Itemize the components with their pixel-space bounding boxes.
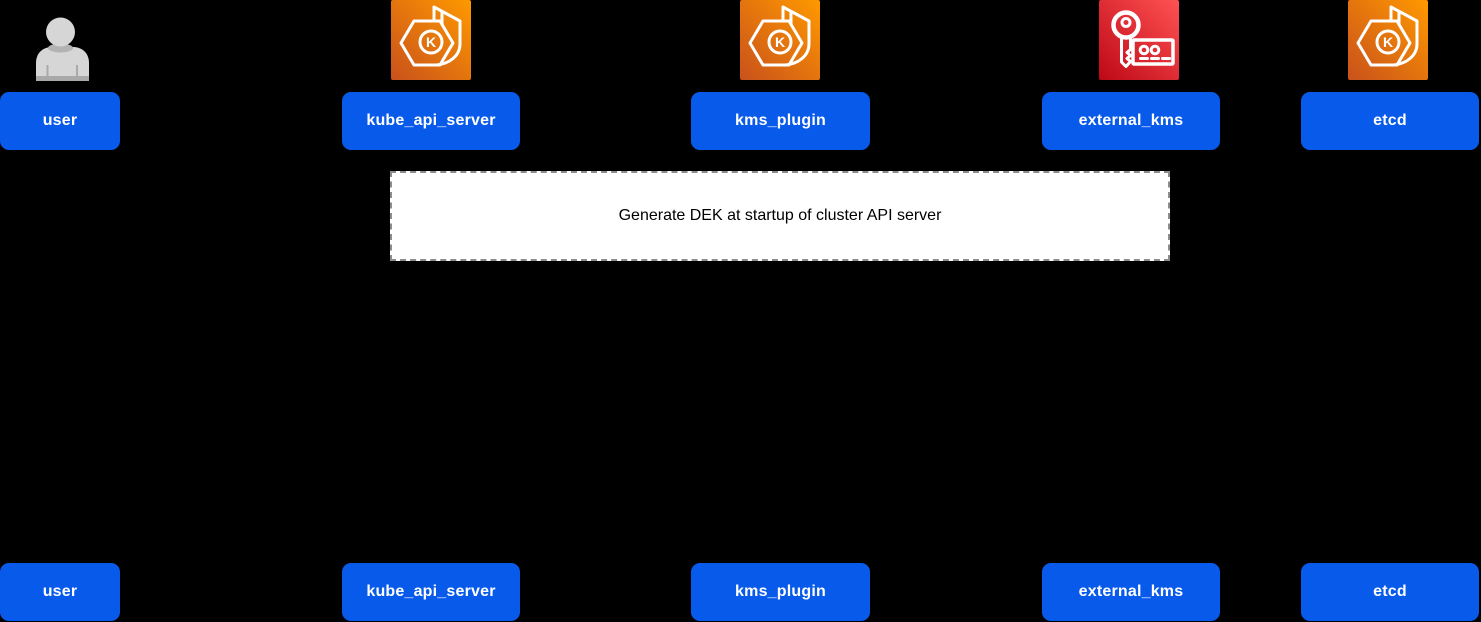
actor-box-top-kms-plugin: kms_plugin <box>691 92 870 150</box>
participant-label: user <box>42 583 78 600</box>
note-text: Generate DEK at startup of cluster API s… <box>618 207 942 224</box>
participant-label: etcd <box>1373 583 1407 600</box>
kubernetes-eks-icon: K <box>1348 0 1428 80</box>
eks-letter: K <box>775 34 785 50</box>
actor-box-top-user: user <box>0 92 120 150</box>
note-box: Generate DEK at startup of cluster API s… <box>390 171 1170 261</box>
participant-label: user <box>42 112 78 129</box>
participant-label: kms_plugin <box>735 583 826 600</box>
actor-box-top-kube-api-server: kube_api_server <box>342 92 520 150</box>
actor-box-bottom-user: user <box>0 563 120 621</box>
participant-label: etcd <box>1373 112 1407 129</box>
actor-box-top-external-kms: external_kms <box>1042 92 1220 150</box>
actor-box-bottom-etcd: etcd <box>1301 563 1479 621</box>
eks-letter: K <box>1383 34 1393 50</box>
participant-label: external_kms <box>1078 583 1184 600</box>
kubernetes-eks-icon: K <box>391 0 471 80</box>
kubernetes-eks-icon: K <box>740 0 820 80</box>
participant-label: kms_plugin <box>735 112 826 129</box>
participant-label: external_kms <box>1078 112 1184 129</box>
actor-box-top-etcd: etcd <box>1301 92 1479 150</box>
aws-kms-key-icon <box>1099 0 1179 80</box>
actor-box-bottom-external-kms: external_kms <box>1042 563 1220 621</box>
participant-label: kube_api_server <box>366 112 496 129</box>
actor-box-bottom-kms-plugin: kms_plugin <box>691 563 870 621</box>
eks-letter: K <box>426 34 436 50</box>
participant-label: kube_api_server <box>366 583 496 600</box>
actor-box-bottom-kube-api-server: kube_api_server <box>342 563 520 621</box>
person-icon <box>36 17 89 81</box>
